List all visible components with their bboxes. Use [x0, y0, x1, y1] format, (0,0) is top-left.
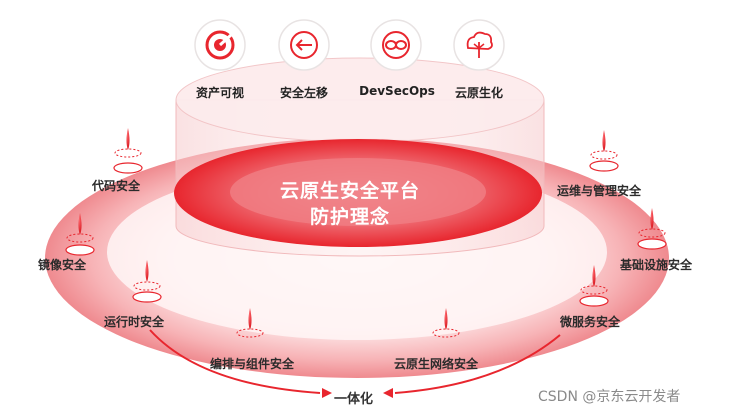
pin-marker-image [65, 213, 95, 256]
ring-label-cloud-native-network-security: 云原生网络安全 [394, 357, 479, 371]
infinity-icon [382, 31, 410, 59]
ring-label-code-security: 代码安全 [92, 179, 141, 193]
left-flow-arrowhead [322, 388, 332, 398]
cloud-tree-icon [466, 31, 493, 58]
pin-marker-infrastructure [637, 208, 667, 250]
left-flow-arrow [149, 329, 321, 394]
arrow-left-icon [290, 31, 318, 59]
ring-label-runtime-security: 运行时安全 [104, 315, 165, 329]
pin-marker-orchestration [236, 308, 264, 338]
pin-marker-code [113, 128, 143, 174]
ring-label-orchestration-security: 编排与组件安全 [210, 357, 295, 371]
watermark: CSDN @京东云开发者 [538, 389, 681, 405]
top-label-shift-left: 安全左移 [279, 86, 328, 100]
core-inner [230, 158, 486, 226]
ring-label-image-security: 镜像安全 [38, 258, 87, 272]
center-title-line2: 防护理念 [309, 206, 390, 228]
right-flow-arrowhead [383, 388, 393, 398]
ring-label-microservice-security: 微服务安全 [560, 315, 621, 329]
ring-label-ops-management-security: 运维与管理安全 [557, 184, 642, 198]
top-label-cloud-native: 云原生化 [454, 86, 503, 100]
pin-marker-runtime [132, 260, 162, 303]
top-icon-group [194, 19, 505, 71]
top-label-asset-visibility: 资产可视 [195, 86, 244, 100]
unified-label: 一体化 [334, 392, 374, 407]
pin-marker-microservice [579, 265, 609, 307]
pin-marker-ops [589, 130, 619, 172]
center-title-line1: 云原生安全平台 [279, 180, 420, 202]
ring-markers [65, 128, 667, 338]
right-flow-arrow [394, 334, 561, 394]
radar-icon [205, 30, 235, 60]
pin-marker-network [432, 308, 460, 338]
top-label-devsecops: DevSecOps [359, 84, 435, 98]
ring-label-infrastructure-security: 基础设施安全 [620, 258, 693, 272]
